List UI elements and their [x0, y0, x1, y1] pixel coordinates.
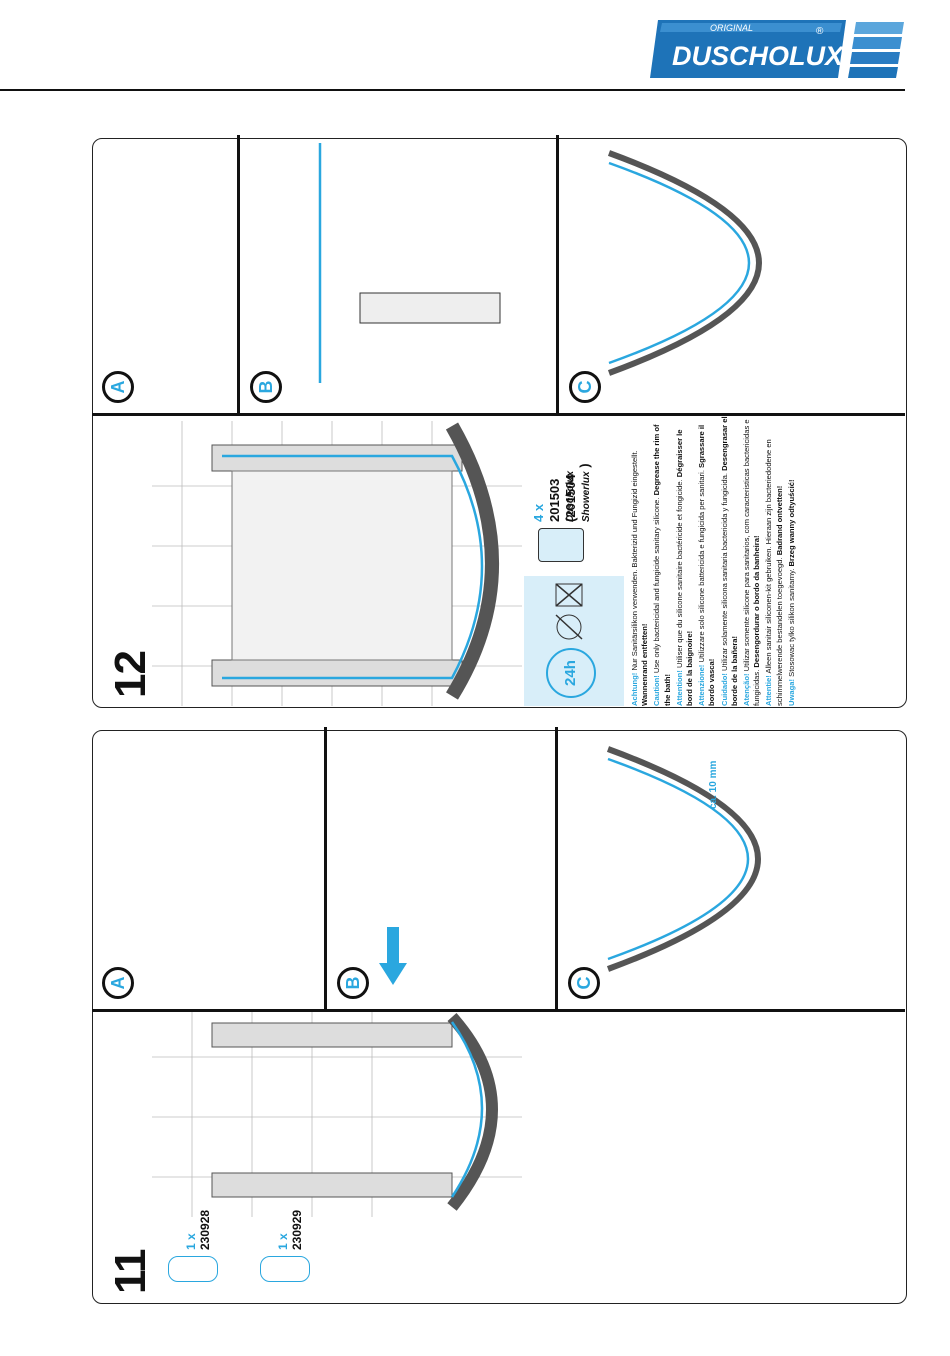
substep-a-label: A	[102, 967, 134, 999]
warning-it: Attenzione! Utilizzare solo silicone bat…	[697, 424, 717, 706]
profile-part-icon	[260, 1256, 310, 1282]
arrow-icon	[379, 927, 407, 985]
shower-enclosure-illustration	[152, 1012, 522, 1217]
substep-c: C ca. 10 mm	[558, 727, 905, 1009]
profile-part-icon	[168, 1256, 218, 1282]
logo-stripes-icon	[848, 22, 904, 78]
step-12-content: 12 24h Achtung! Nur Sanitärsilikon verwe…	[92, 135, 905, 706]
timer-24h-icon: 24h	[546, 648, 596, 698]
silicone-product: 4 x 201503 Duscholux (201504 Showerlux )	[524, 426, 624, 566]
warning-en: Caution! Use only bactericidal and fungi…	[652, 424, 672, 706]
logo-reg: ®	[816, 26, 824, 37]
curved-tray-illustration	[606, 746, 761, 972]
substep-a: A	[92, 727, 327, 1009]
warning-fr: Attention! Utiliser que du silicone sani…	[674, 429, 695, 706]
product-code-2-end: )	[577, 463, 592, 468]
duscholux-logo: ORIGINAL DUSCHOLUX ®	[650, 20, 904, 78]
part-2-qty: 1 x	[276, 1233, 290, 1250]
substep-b: B	[240, 135, 559, 413]
substep-a: A	[92, 135, 240, 413]
header-rule	[0, 89, 905, 91]
dimension-label: ca. 10 mm	[708, 760, 719, 809]
step-11-panel	[92, 730, 907, 1304]
warning-pt: Atenção! Utilizar somente silicone para …	[742, 419, 762, 706]
warning-nl: Attentie! Alleen sanitair siliconen-kit …	[764, 439, 784, 706]
warning-texts: Achtung! Nur Sanitärsilikon verwenden. B…	[630, 416, 799, 706]
no-spray-icon	[555, 614, 583, 640]
step-11-content: 11 1 x 230928 1 x 230929 A B C ca. 10 mm	[92, 727, 905, 1302]
product-code-1: 201503	[547, 478, 562, 522]
substep-b-label: B	[337, 967, 369, 999]
warning-de: Achtung! Nur Sanitärsilikon verwenden. B…	[630, 450, 650, 706]
substep-a-label: A	[102, 371, 134, 403]
step-12-substeps: A B C	[92, 135, 905, 416]
substep-b-label: B	[250, 371, 282, 403]
step-number: 12	[106, 651, 155, 698]
shower-enclosure-illustration	[152, 421, 522, 706]
curved-tray-illustration	[607, 150, 762, 376]
step-number: 11	[106, 1249, 155, 1294]
no-shower-icon	[555, 583, 583, 607]
silicone-gun-illustration	[318, 143, 501, 383]
warning-pl: Uwaga! Stosowac tylko silikon sanitarny.…	[786, 479, 796, 707]
step-12-panel	[92, 138, 907, 708]
part-1-qty: 1 x	[184, 1233, 198, 1250]
product-brand-2: Showerlux	[581, 471, 592, 522]
product-qty: 4 x	[531, 503, 546, 522]
silicone-warnings: 24h Achtung! Nur Sanitärsilikon verwende…	[524, 416, 814, 706]
product-code-2: (201504	[563, 474, 578, 522]
pictogram-box: 24h	[524, 576, 624, 706]
step-11-substeps: A B C ca. 10 mm	[92, 727, 905, 1012]
substep-b: B	[327, 727, 558, 1009]
logo-name: DUSCHOLUX	[672, 41, 845, 71]
logo-original: ORIGINAL	[710, 23, 753, 33]
substep-c: C	[559, 135, 905, 413]
warning-es: Cuidado! Utilizar solamente silicona san…	[719, 416, 739, 706]
silicone-cartridge-icon	[538, 528, 584, 562]
